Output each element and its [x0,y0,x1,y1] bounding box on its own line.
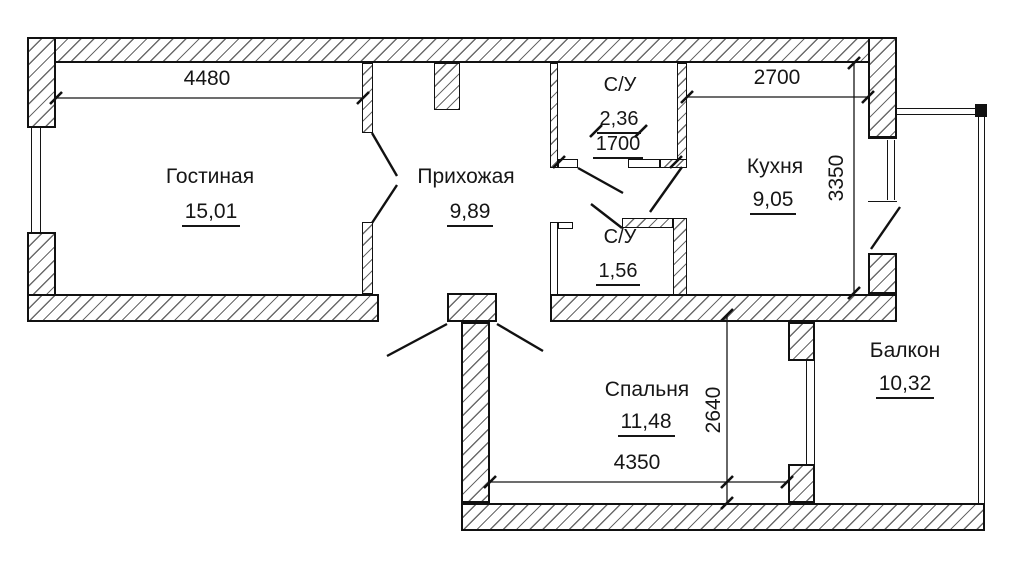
dim-label-2700: 2700 [737,67,817,89]
bedroom-area: 11,48 [617,411,675,437]
room-area-kitchen: 9,05 [733,189,813,215]
kitchen-depth-dim: 3350 [825,154,848,202]
room-label-balcony: Балкон [845,340,965,362]
wall-wc1-jamb-left [558,159,578,168]
room-label-kitchen: Кухня [715,156,835,178]
room-label-living: Гостиная [150,166,270,188]
balcony-name: Балкон [869,339,941,362]
wc2-area: 1,56 [595,260,641,286]
kitchen-width-dim: 2700 [753,66,801,89]
room-area-wc1: 2,36 [579,108,659,134]
room-label-wc2: С/У [580,226,660,248]
room-area-living: 15,01 [171,201,251,227]
door-leaf-living-upper [370,132,399,177]
balcony-area: 10,32 [875,373,935,399]
room-area-balcony: 10,32 [865,373,945,399]
wall-kitchen-right-lower [868,253,897,294]
wc1-area: 2,36 [596,108,642,134]
wall-top-pier [434,63,460,110]
bedroom-width-dim: 4350 [613,451,661,474]
wall-kitchen-right-upper [868,37,897,138]
balcony-glazing-right [978,110,985,503]
wall-wc2-left [550,222,558,295]
wall-left-upper [27,37,56,128]
balcony-glazing-top [897,108,982,115]
wall-balcony-part-top [788,322,815,361]
dim-label-3350: 3350 [825,138,848,218]
room-label-wc1: С/У [580,74,660,96]
room-area-bedroom: 11,48 [606,411,686,437]
wall-wc1-jamb-right [628,159,660,168]
dim-label-4480: 4480 [167,68,247,90]
wall-wc2-left-cap [558,222,573,229]
kitchen-area: 9,05 [749,189,797,215]
wall-kitchen-left-lower [673,218,687,295]
kitchen-window [887,140,895,200]
dim-label-4350: 4350 [597,452,677,474]
wall-entrance-tbar [447,293,497,322]
wall-wc1-right [677,63,687,168]
living-window [31,128,41,232]
dim-label-1700: 1700 [578,133,658,159]
wall-top [27,37,897,63]
bedroom-depth-dim: 2640 [702,386,725,434]
bedroom-name: Спальня [604,378,690,401]
room-area-wc2: 1,56 [578,260,658,286]
wall-wc1-bottom [660,159,687,168]
wall-hall-stub-bottom [362,222,373,294]
wc1-name: С/У [603,74,637,96]
door-leaf-wc1 [577,166,624,195]
hallway-area: 9,89 [446,201,494,227]
wc1-width-dim: 1700 [592,133,644,159]
wall-bottom [461,503,985,531]
wc2-name: С/У [603,226,637,248]
bedroom-balcony-window [806,361,815,464]
door-leaf-balcony [870,206,901,250]
room-label-bedroom: Спальня [587,379,707,401]
room-label-hallway: Прихожая [406,166,526,188]
living-width-dim: 4480 [183,67,231,90]
wall-living-bottom [27,294,379,322]
wall-balcony-part-bottom [788,464,815,503]
wall-hall-stub-top [362,63,373,133]
balcony-corner-post [975,104,987,117]
dim-label-2640: 2640 [702,370,725,450]
living-area: 15,01 [181,201,241,227]
door-leaf-entrance [386,322,448,358]
wall-bedroom-left [461,322,490,503]
wall-wc1-left [550,63,558,168]
door-leaf-bedroom [496,322,544,353]
kitchen-name: Кухня [746,155,804,178]
door-leaf-wc2 [590,203,623,229]
hallway-name: Прихожая [417,165,515,188]
door-leaf-kitchen [649,166,683,213]
living-name: Гостиная [165,165,255,188]
room-area-hallway: 9,89 [430,201,510,227]
wall-bedroom-top [550,294,897,322]
door-leaf-living-lower [370,184,399,224]
